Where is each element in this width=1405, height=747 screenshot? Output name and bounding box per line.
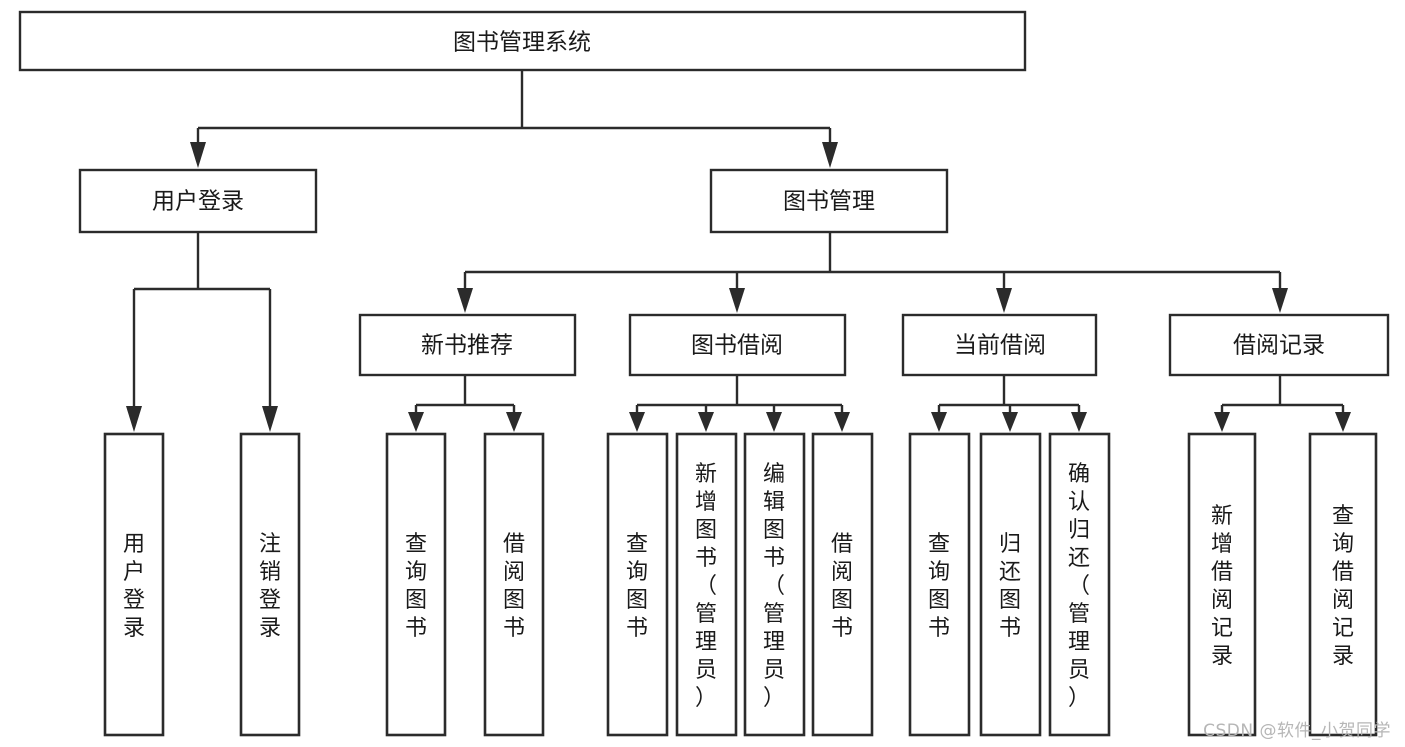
book-manage-box[interactable] [709,168,949,234]
leaf-node-borrow-book-2[interactable]: 借阅图书 [811,432,874,737]
arrow-to-book-manage [822,142,838,168]
leaf-node-add-record[interactable]: 新增借阅记录 [1187,432,1257,737]
leaf-add-record-box[interactable] [1187,432,1257,737]
leaf-query-record-label: 查询借阅记录 [1332,504,1354,669]
leaf-edit-book-label: 编辑图书（管理员） [763,462,785,711]
node-root[interactable]: 图书管理系统 [18,10,1027,72]
book-borrow-label: 图书借阅 [691,333,783,359]
arrow-to-user-login [190,142,206,168]
leaf-query-book-2-box[interactable] [606,432,669,737]
leaf-edit-book-box[interactable] [743,432,806,737]
arrow-to-leaf-return-book [1002,412,1018,432]
arrow-to-current-borrow [996,288,1012,313]
leaf-query-book-3-box[interactable] [908,432,971,737]
book-manage-label: 图书管理 [783,189,875,215]
leaf-return-book-label: 归还图书 [999,532,1021,641]
leaf-borrow-book-1-box[interactable] [483,432,545,737]
arrow-to-borrow-record [1272,288,1288,313]
leaf-node-return-book[interactable]: 归还图书 [979,432,1042,737]
root-label: 图书管理系统 [453,30,591,56]
node-book-manage[interactable]: 图书管理 [709,168,949,234]
arrow-to-leaf-query-record [1335,412,1351,432]
leaf-node-borrow-book-1[interactable]: 借阅图书 [483,432,545,737]
leaf-node-user-logout[interactable]: 注销登录 [239,432,301,737]
connector-layer [126,70,1351,432]
leaf-query-book-1-box[interactable] [385,432,447,737]
leaf-node-query-book-2[interactable]: 查询图书 [606,432,669,737]
arrow-to-leaf-edit-book [766,412,782,432]
leaf-borrow-book-1-label: 借阅图书 [503,532,525,641]
leaf-node-user-login[interactable]: 用户登录 [103,432,165,737]
leaf-node-query-record[interactable]: 查询借阅记录 [1308,432,1378,737]
arrow-to-book-borrow [729,288,745,313]
leaf-node-add-book[interactable]: 新增图书（管理员） [675,432,738,737]
user-login-box[interactable] [78,168,318,234]
leaf-add-book-box[interactable] [675,432,738,737]
arrow-to-leaf-user-login [126,406,142,432]
leaf-add-book-label: 新增图书（管理员） [695,462,717,711]
arrow-to-leaf-confirm-return [1071,412,1087,432]
arrow-to-leaf-query-book-2 [629,412,645,432]
borrow-record-label: 借阅记录 [1233,333,1325,359]
arrow-to-leaf-borrow-book-1 [506,412,522,432]
node-current-borrow[interactable]: 当前借阅 [901,313,1098,377]
leaf-node-query-book-3[interactable]: 查询图书 [908,432,971,737]
new-book-recommend-label: 新书推荐 [421,333,513,359]
arrow-to-leaf-borrow-book-2 [834,412,850,432]
arrow-to-new-book-recommend [457,288,473,313]
arrow-to-leaf-query-book-1 [408,412,424,432]
current-borrow-label: 当前借阅 [954,333,1046,359]
leaf-user-login-box[interactable] [103,432,165,737]
arrow-to-leaf-add-book [698,412,714,432]
leaf-query-book-1-label: 查询图书 [405,532,427,641]
leaf-node-query-book-1[interactable]: 查询图书 [385,432,447,737]
leaf-confirm-return-box[interactable] [1048,432,1111,737]
root-box[interactable] [18,10,1027,72]
leaf-user-logout-label: 注销登录 [259,532,281,641]
leaf-add-record-label: 新增借阅记录 [1211,504,1233,669]
leaf-node-edit-book[interactable]: 编辑图书（管理员） [743,432,806,737]
node-new-book-recommend[interactable]: 新书推荐 [358,313,577,377]
node-borrow-record[interactable]: 借阅记录 [1168,313,1390,377]
leaf-confirm-return-label: 确认归还（管理员） [1068,462,1090,711]
arrow-to-leaf-user-logout [262,406,278,432]
borrow-record-box[interactable] [1168,313,1390,377]
leaf-query-book-2-label: 查询图书 [626,532,648,641]
leaf-return-book-box[interactable] [979,432,1042,737]
leaf-user-logout-box[interactable] [239,432,301,737]
leaf-node-confirm-return[interactable]: 确认归还（管理员） [1048,432,1111,737]
node-user-login[interactable]: 用户登录 [78,168,318,234]
leaf-query-book-3-label: 查询图书 [928,532,950,641]
leaf-query-record-box[interactable] [1308,432,1378,737]
arrow-to-leaf-query-book-3 [931,412,947,432]
leaf-user-login-label: 用户登录 [123,532,145,641]
node-book-borrow[interactable]: 图书借阅 [628,313,847,377]
new-book-recommend-box[interactable] [358,313,577,377]
book-borrow-box[interactable] [628,313,847,377]
leaf-borrow-book-2-label: 借阅图书 [831,532,853,641]
leaf-borrow-book-2-box[interactable] [811,432,874,737]
current-borrow-box[interactable] [901,313,1098,377]
user-login-label: 用户登录 [152,189,244,215]
arrow-to-leaf-add-record [1214,412,1230,432]
